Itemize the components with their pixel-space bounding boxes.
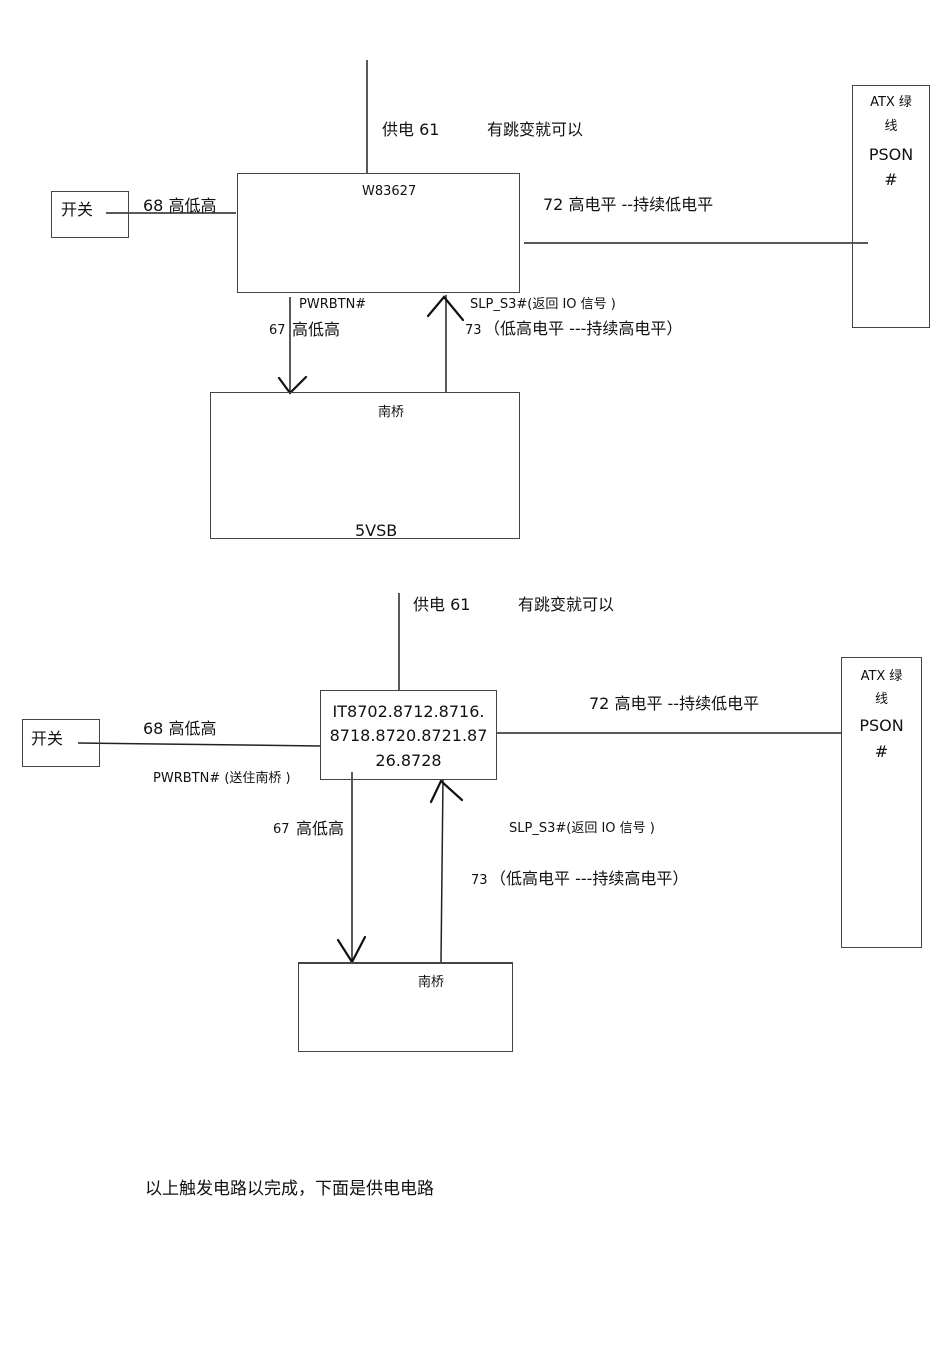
d2-switch-label: 开关 bbox=[31, 729, 64, 748]
d1-switch-label: 开关 bbox=[61, 200, 94, 219]
d2-atx-box bbox=[841, 657, 922, 948]
d2-chip-box bbox=[320, 690, 497, 780]
d2-chip-line2: 8718.8720.8721.87 bbox=[329, 726, 488, 745]
d1-switch-box bbox=[51, 191, 129, 238]
d2-pin73-label: （低高电平 ---持续高电平） bbox=[490, 869, 689, 888]
d1-slp-arrowhead bbox=[426, 295, 465, 322]
d2-pin72-label: 72 高电平 --持续低电平 bbox=[589, 694, 760, 713]
d2-pin67-num: 67 bbox=[273, 822, 290, 837]
d1-pin68-label: 68 高低高 bbox=[143, 196, 217, 215]
d1-slp-label: SLP_S3#(返回 IO 信号 ) bbox=[470, 297, 616, 312]
d1-atx-box bbox=[852, 85, 930, 328]
d2-pin67-label: 高低高 bbox=[296, 819, 345, 838]
d1-atx-line4: # bbox=[884, 170, 898, 189]
d1-power-label: 供电 61 bbox=[382, 120, 440, 139]
d1-southbridge-box bbox=[210, 392, 520, 539]
d2-slp-label: SLP_S3#(返回 IO 信号 ) bbox=[509, 821, 655, 836]
d1-pin67-num: 67 bbox=[269, 323, 286, 338]
d2-switch-box bbox=[22, 719, 100, 767]
d2-atx-line1: ATX 绿 bbox=[860, 669, 903, 684]
d2-atx-line2: 线 bbox=[874, 692, 888, 707]
d1-chip-label: W83627 bbox=[362, 184, 417, 199]
d2-pin68-label: 68 高低高 bbox=[143, 719, 217, 738]
d1-atx-line2: 线 bbox=[884, 119, 898, 134]
d2-chip-line1: IT8702.8712.8716. bbox=[332, 702, 485, 721]
d2-slp-wire bbox=[440, 778, 444, 963]
d2-southbridge-box bbox=[298, 962, 513, 1052]
d2-power-label: 供电 61 bbox=[413, 595, 471, 614]
d1-chip-box bbox=[237, 173, 520, 293]
d1-pin73-label: （低高电平 ---持续高电平） bbox=[484, 319, 683, 338]
d2-switch-wire bbox=[77, 742, 322, 747]
d1-southbridge-label: 南桥 bbox=[378, 405, 405, 420]
d1-atx-line1: ATX 绿 bbox=[870, 95, 912, 110]
d1-pin72-label: 72 高电平 --持续低电平 bbox=[543, 195, 714, 214]
footer-text: 以上触发电路以完成，下面是供电电路 bbox=[145, 1179, 434, 1199]
d1-pwrbtn-label: PWRBTN# bbox=[299, 297, 367, 312]
d2-southbridge-label: 南桥 bbox=[418, 975, 445, 990]
d2-pin73-num: 73 bbox=[471, 873, 488, 888]
d1-power-note: 有跳变就可以 bbox=[487, 120, 584, 139]
d1-pin67-label: 高低高 bbox=[292, 320, 341, 339]
d2-power-note: 有跳变就可以 bbox=[518, 595, 615, 614]
d2-chip-line3: 26.8728 bbox=[375, 751, 442, 770]
d2-pwrbtn-label: PWRBTN# (送住南桥 ) bbox=[153, 771, 291, 786]
d1-pwrbtn-arrowhead bbox=[277, 375, 308, 395]
d1-vsb-label: 5VSB bbox=[355, 521, 398, 540]
d1-atx-line3: PSON bbox=[868, 145, 914, 164]
d1-pin73-num: 73 bbox=[465, 323, 482, 338]
d2-atx-line3: PSON bbox=[859, 716, 904, 735]
d2-slp-arrowhead bbox=[429, 779, 464, 804]
d2-atx-line4: # bbox=[874, 742, 889, 761]
